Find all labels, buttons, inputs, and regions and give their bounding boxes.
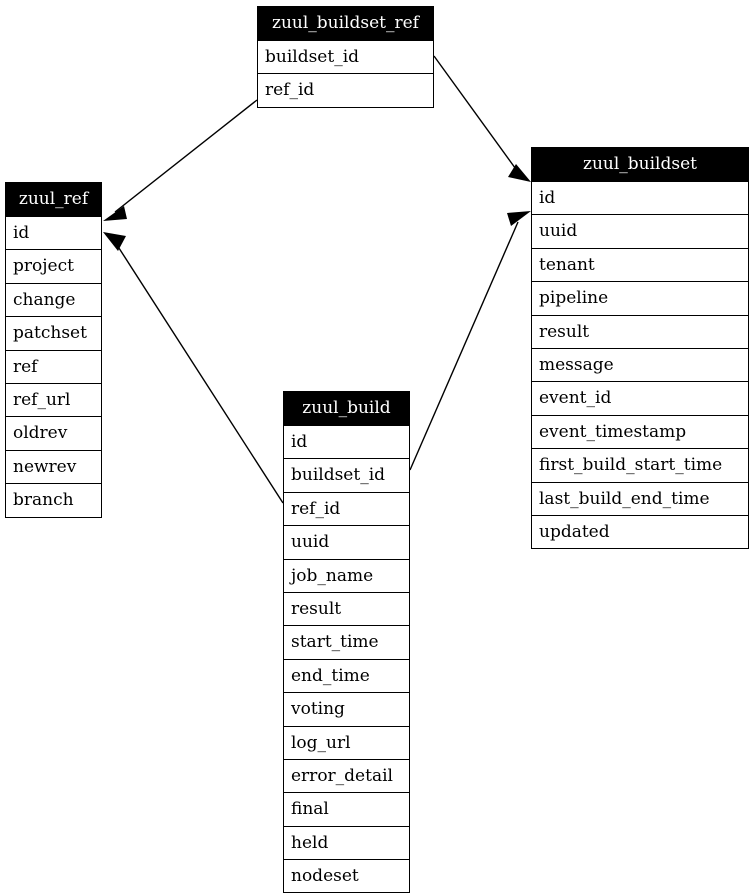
field-row[interactable]: tenant (532, 247, 748, 281)
edge-buildset-ref-to-buildset (433, 55, 531, 182)
field-row[interactable]: buildset_id (284, 458, 409, 491)
edge-build-to-buildset (409, 211, 531, 471)
field-row[interactable]: change (6, 282, 101, 316)
field-row[interactable]: last_build_end_time (532, 481, 748, 515)
field-row[interactable]: id (6, 216, 101, 249)
entity-title-zuul-ref: zuul_ref (6, 183, 101, 216)
entity-zuul-buildset-ref[interactable]: zuul_buildset_ref buildset_id ref_id (257, 6, 434, 108)
field-row[interactable]: final (284, 792, 409, 825)
field-row[interactable]: held (284, 825, 409, 859)
field-row[interactable]: uuid (532, 214, 748, 247)
field-row[interactable]: id (284, 425, 409, 458)
field-row[interactable]: buildset_id (258, 40, 433, 73)
field-row[interactable]: patchset (6, 316, 101, 349)
entity-title-zuul-buildset: zuul_buildset (532, 148, 748, 181)
field-row[interactable]: project (6, 249, 101, 282)
field-row[interactable]: job_name (284, 558, 409, 592)
field-row[interactable]: ref (6, 349, 101, 383)
field-row[interactable]: first_build_start_time (532, 448, 748, 481)
field-row[interactable]: result (532, 314, 748, 348)
edge-buildset-ref-to-ref (103, 99, 258, 221)
field-row[interactable]: ref_id (284, 491, 409, 525)
entity-zuul-buildset[interactable]: zuul_buildset id uuid tenant pipeline re… (531, 147, 749, 550)
field-row[interactable]: newrev (6, 449, 101, 483)
field-row[interactable]: message (532, 347, 748, 381)
field-row[interactable]: event_timestamp (532, 414, 748, 448)
entity-fields-zuul-buildset-ref: buildset_id ref_id (258, 40, 433, 107)
entity-fields-zuul-build: id buildset_id ref_id uuid job_name resu… (284, 425, 409, 892)
field-row[interactable]: ref_url (6, 382, 101, 416)
field-row[interactable]: voting (284, 692, 409, 725)
field-row[interactable]: branch (6, 483, 101, 516)
field-row[interactable]: pipeline (532, 281, 748, 314)
field-row[interactable]: nodeset (284, 859, 409, 892)
entity-fields-zuul-buildset: id uuid tenant pipeline result message e… (532, 181, 748, 548)
field-row[interactable]: uuid (284, 525, 409, 558)
field-row[interactable]: result (284, 591, 409, 625)
field-row[interactable]: start_time (284, 625, 409, 658)
field-row[interactable]: error_detail (284, 758, 409, 792)
entity-title-zuul-buildset-ref: zuul_buildset_ref (258, 7, 433, 40)
entity-zuul-ref[interactable]: zuul_ref id project change patchset ref … (5, 182, 102, 518)
edge-build-to-ref (103, 232, 284, 504)
entity-title-zuul-build: zuul_build (284, 392, 409, 425)
field-row[interactable]: updated (532, 514, 748, 548)
field-row[interactable]: ref_id (258, 73, 433, 106)
field-row[interactable]: log_url (284, 725, 409, 759)
field-row[interactable]: oldrev (6, 416, 101, 449)
field-row[interactable]: id (532, 181, 748, 214)
entity-zuul-build[interactable]: zuul_build id buildset_id ref_id uuid jo… (283, 391, 410, 894)
entity-fields-zuul-ref: id project change patchset ref ref_url o… (6, 216, 101, 517)
field-row[interactable]: end_time (284, 658, 409, 692)
field-row[interactable]: event_id (532, 381, 748, 414)
